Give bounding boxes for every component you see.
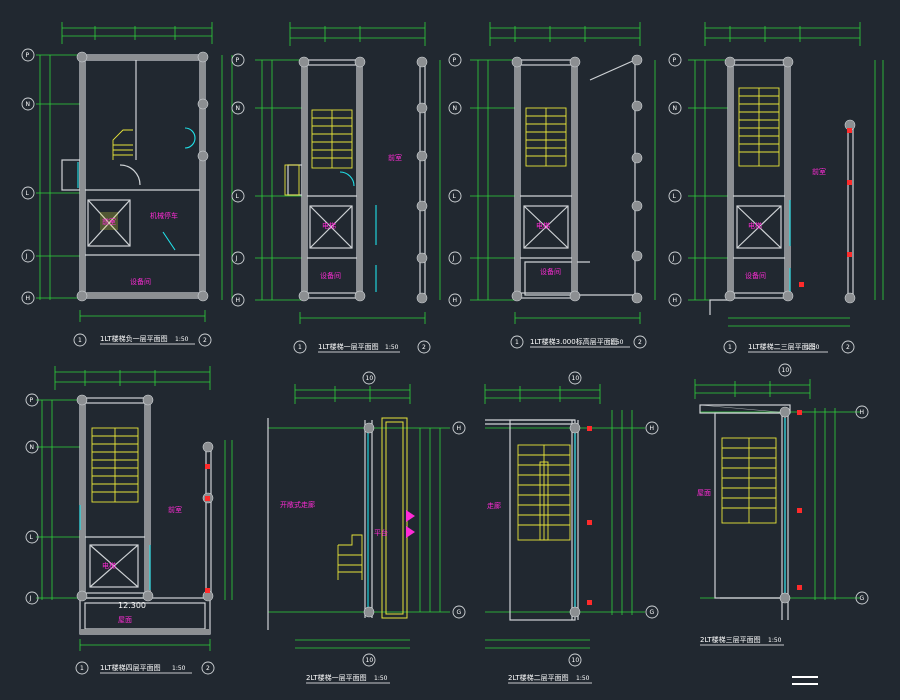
drawing-title: 2LT楼梯一层平面图 [306, 673, 367, 682]
drawing-scale: 1:50 [175, 336, 189, 343]
axis-label: L [236, 193, 240, 200]
axis-label: N [673, 105, 678, 112]
axis-label: P [453, 57, 457, 64]
drawing-2lt-f2: 10 H G 10 走廊 2LT楼梯二层平面图 1:50 [484, 371, 659, 682]
level-text: 12.300 [118, 601, 146, 610]
axis-label: G [860, 595, 865, 602]
room-label: 设备间 [745, 271, 766, 280]
drawing-1lt-b1: P N L J H 1 2 前室 机械停车 设备间 1LT楼梯负一层平面图 1:… [21, 22, 233, 347]
room-label: 机械停车 [150, 211, 178, 220]
drawing-scale: 1:50 [806, 344, 820, 351]
axis-label: 1 [728, 344, 732, 351]
room-label: 平台 [374, 528, 388, 537]
axis-label: H [453, 297, 458, 304]
axis-label: J [672, 255, 675, 262]
drawing-1lt-f4: P N L J 1 2 电梯 前室 屋面 12.300 1LT楼梯四层平面图 1… [25, 366, 233, 675]
room-label: 电梯 [536, 221, 550, 230]
drawing-title: 1LT楼梯3.000标高层平面图 [530, 337, 618, 346]
axis-label: 2 [638, 339, 642, 346]
axis-label: P [236, 57, 240, 64]
axis-label: 2 [203, 337, 207, 344]
room-label: 走廊 [487, 501, 501, 510]
axis-label: 1 [78, 337, 82, 344]
room-label: 设备间 [320, 271, 341, 280]
axis-label: H [26, 295, 31, 302]
room-label: 设备间 [130, 277, 151, 286]
axis-label: 10 [366, 375, 374, 382]
axis-label: J [235, 255, 238, 262]
drawing-title: 2LT楼梯三层平面图 [700, 635, 761, 644]
drawing-2lt-f3: 10 H G 屋面 2LT楼梯三层平面图 1:50 [694, 363, 869, 644]
drawing-2lt-f1: 10 H G 10 开敞式走廊 平台 2LT楼梯一层平面图 1:50 [267, 371, 466, 682]
axis-label: 2 [846, 344, 850, 351]
axis-label: G [457, 609, 462, 616]
axis-label: L [26, 190, 30, 197]
drawing-scale: 1:50 [172, 665, 186, 672]
room-label: 前室 [102, 217, 116, 226]
axis-label: N [453, 105, 458, 112]
drawing-scale: 1:50 [610, 339, 624, 346]
axis-label: 10 [782, 367, 790, 374]
drawing-1lt-3000: P N L J H 1 2 电梯 设备间 1LT楼梯3.000标高层平面图 1:… [448, 22, 656, 349]
room-label: 前室 [388, 153, 402, 162]
axis-label: 2 [206, 665, 210, 672]
axis-label: 1 [80, 665, 84, 672]
axis-label: J [452, 255, 455, 262]
room-label: 电梯 [322, 221, 336, 230]
axis-label: L [30, 534, 34, 541]
room-label: 前室 [812, 167, 826, 176]
axis-label: H [650, 425, 655, 432]
drawing-title: 2LT楼梯二层平面图 [508, 673, 569, 682]
axis-label: J [29, 595, 32, 602]
axis-label: H [860, 409, 865, 416]
axis-label: P [673, 57, 677, 64]
axis-label: N [26, 101, 31, 108]
room-label: 电梯 [102, 561, 116, 570]
room-label: 前室 [168, 505, 182, 514]
drawing-scale: 1:50 [385, 344, 399, 351]
axis-label: L [453, 193, 457, 200]
drawing-scale: 1:50 [374, 675, 388, 682]
drawing-title: 1LT楼梯二三层平面图 [748, 342, 816, 351]
room-label: 开敞式走廊 [280, 500, 315, 509]
axis-label: L [673, 193, 677, 200]
room-label: 屋面 [118, 616, 132, 624]
menu-icon[interactable] [792, 676, 818, 685]
axis-label: P [30, 397, 34, 404]
axis-label: 10 [572, 657, 580, 664]
axis-label: G [650, 609, 655, 616]
axis-label: H [673, 297, 678, 304]
axis-label: 10 [572, 375, 580, 382]
drawing-1lt-f1: P N L J H 1 2 电梯 前室 设备间 1LT楼梯一层平面图 1:50 [231, 22, 441, 354]
axis-label: H [457, 425, 462, 432]
axis-label: H [236, 297, 241, 304]
axis-label: 1 [298, 344, 302, 351]
axis-label: N [236, 105, 241, 112]
axis-label: N [30, 444, 35, 451]
room-label: 设备间 [540, 267, 561, 276]
drawing-scale: 1:50 [576, 675, 590, 682]
axis-label: 10 [366, 657, 374, 664]
room-label: 屋面 [697, 489, 711, 497]
drawing-title: 1LT楼梯四层平面图 [100, 663, 161, 672]
axis-label: J [25, 253, 28, 260]
room-label: 电梯 [748, 221, 762, 230]
drawing-title: 1LT楼梯一层平面图 [318, 342, 379, 351]
axis-label: 2 [422, 344, 426, 351]
drawing-1lt-f2-f3: P N L J H 1 2 电梯 前室 设备间 1LT楼梯二三层平面图 1:50 [668, 22, 884, 354]
axis-label: P [26, 52, 30, 59]
drawing-title: 1LT楼梯负一层平面图 [100, 334, 168, 343]
drawing-scale: 1:50 [768, 637, 782, 644]
axis-label: 1 [515, 339, 519, 346]
